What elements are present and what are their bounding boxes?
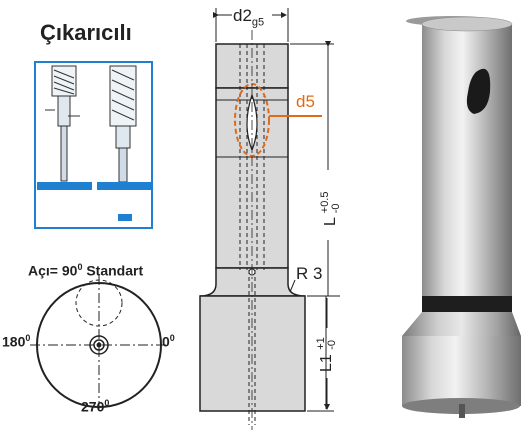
d2-dimension: [213, 8, 289, 42]
d2-text: d2: [233, 6, 252, 25]
ejector-inset: [34, 61, 153, 229]
page-title: Çıkarıcılı: [40, 20, 132, 45]
length-dimension: [290, 41, 334, 412]
punch-photo: [402, 16, 521, 418]
angle-caption: Açı= 900 Standart: [28, 262, 143, 279]
d5-label: d5: [296, 92, 315, 111]
angle-bottom-sup: 0: [104, 398, 110, 408]
right-ejector-sketch: [109, 65, 137, 183]
angle-left-value: 180: [2, 333, 26, 350]
punch-drawing: [199, 30, 322, 430]
radius-label: R 3: [296, 264, 323, 283]
d2-sub: g5: [251, 16, 265, 29]
top-view-circle: [30, 275, 168, 413]
angle-caption-sup: 0: [77, 262, 83, 272]
d2-label: d2g5: [233, 6, 264, 28]
left-ejector-sketch: [45, 65, 80, 182]
angle-caption-text: Açı= 90: [28, 262, 78, 279]
angle-left-sup: 0: [25, 333, 31, 343]
angle-right-label: 00: [162, 333, 175, 350]
length1-dimension: [307, 295, 340, 410]
angle-caption-suffix: Standart: [82, 262, 144, 279]
angle-right-sup: 0: [169, 333, 175, 343]
angle-left-label: 1800: [2, 333, 30, 350]
angle-right-value: 0: [162, 333, 170, 350]
